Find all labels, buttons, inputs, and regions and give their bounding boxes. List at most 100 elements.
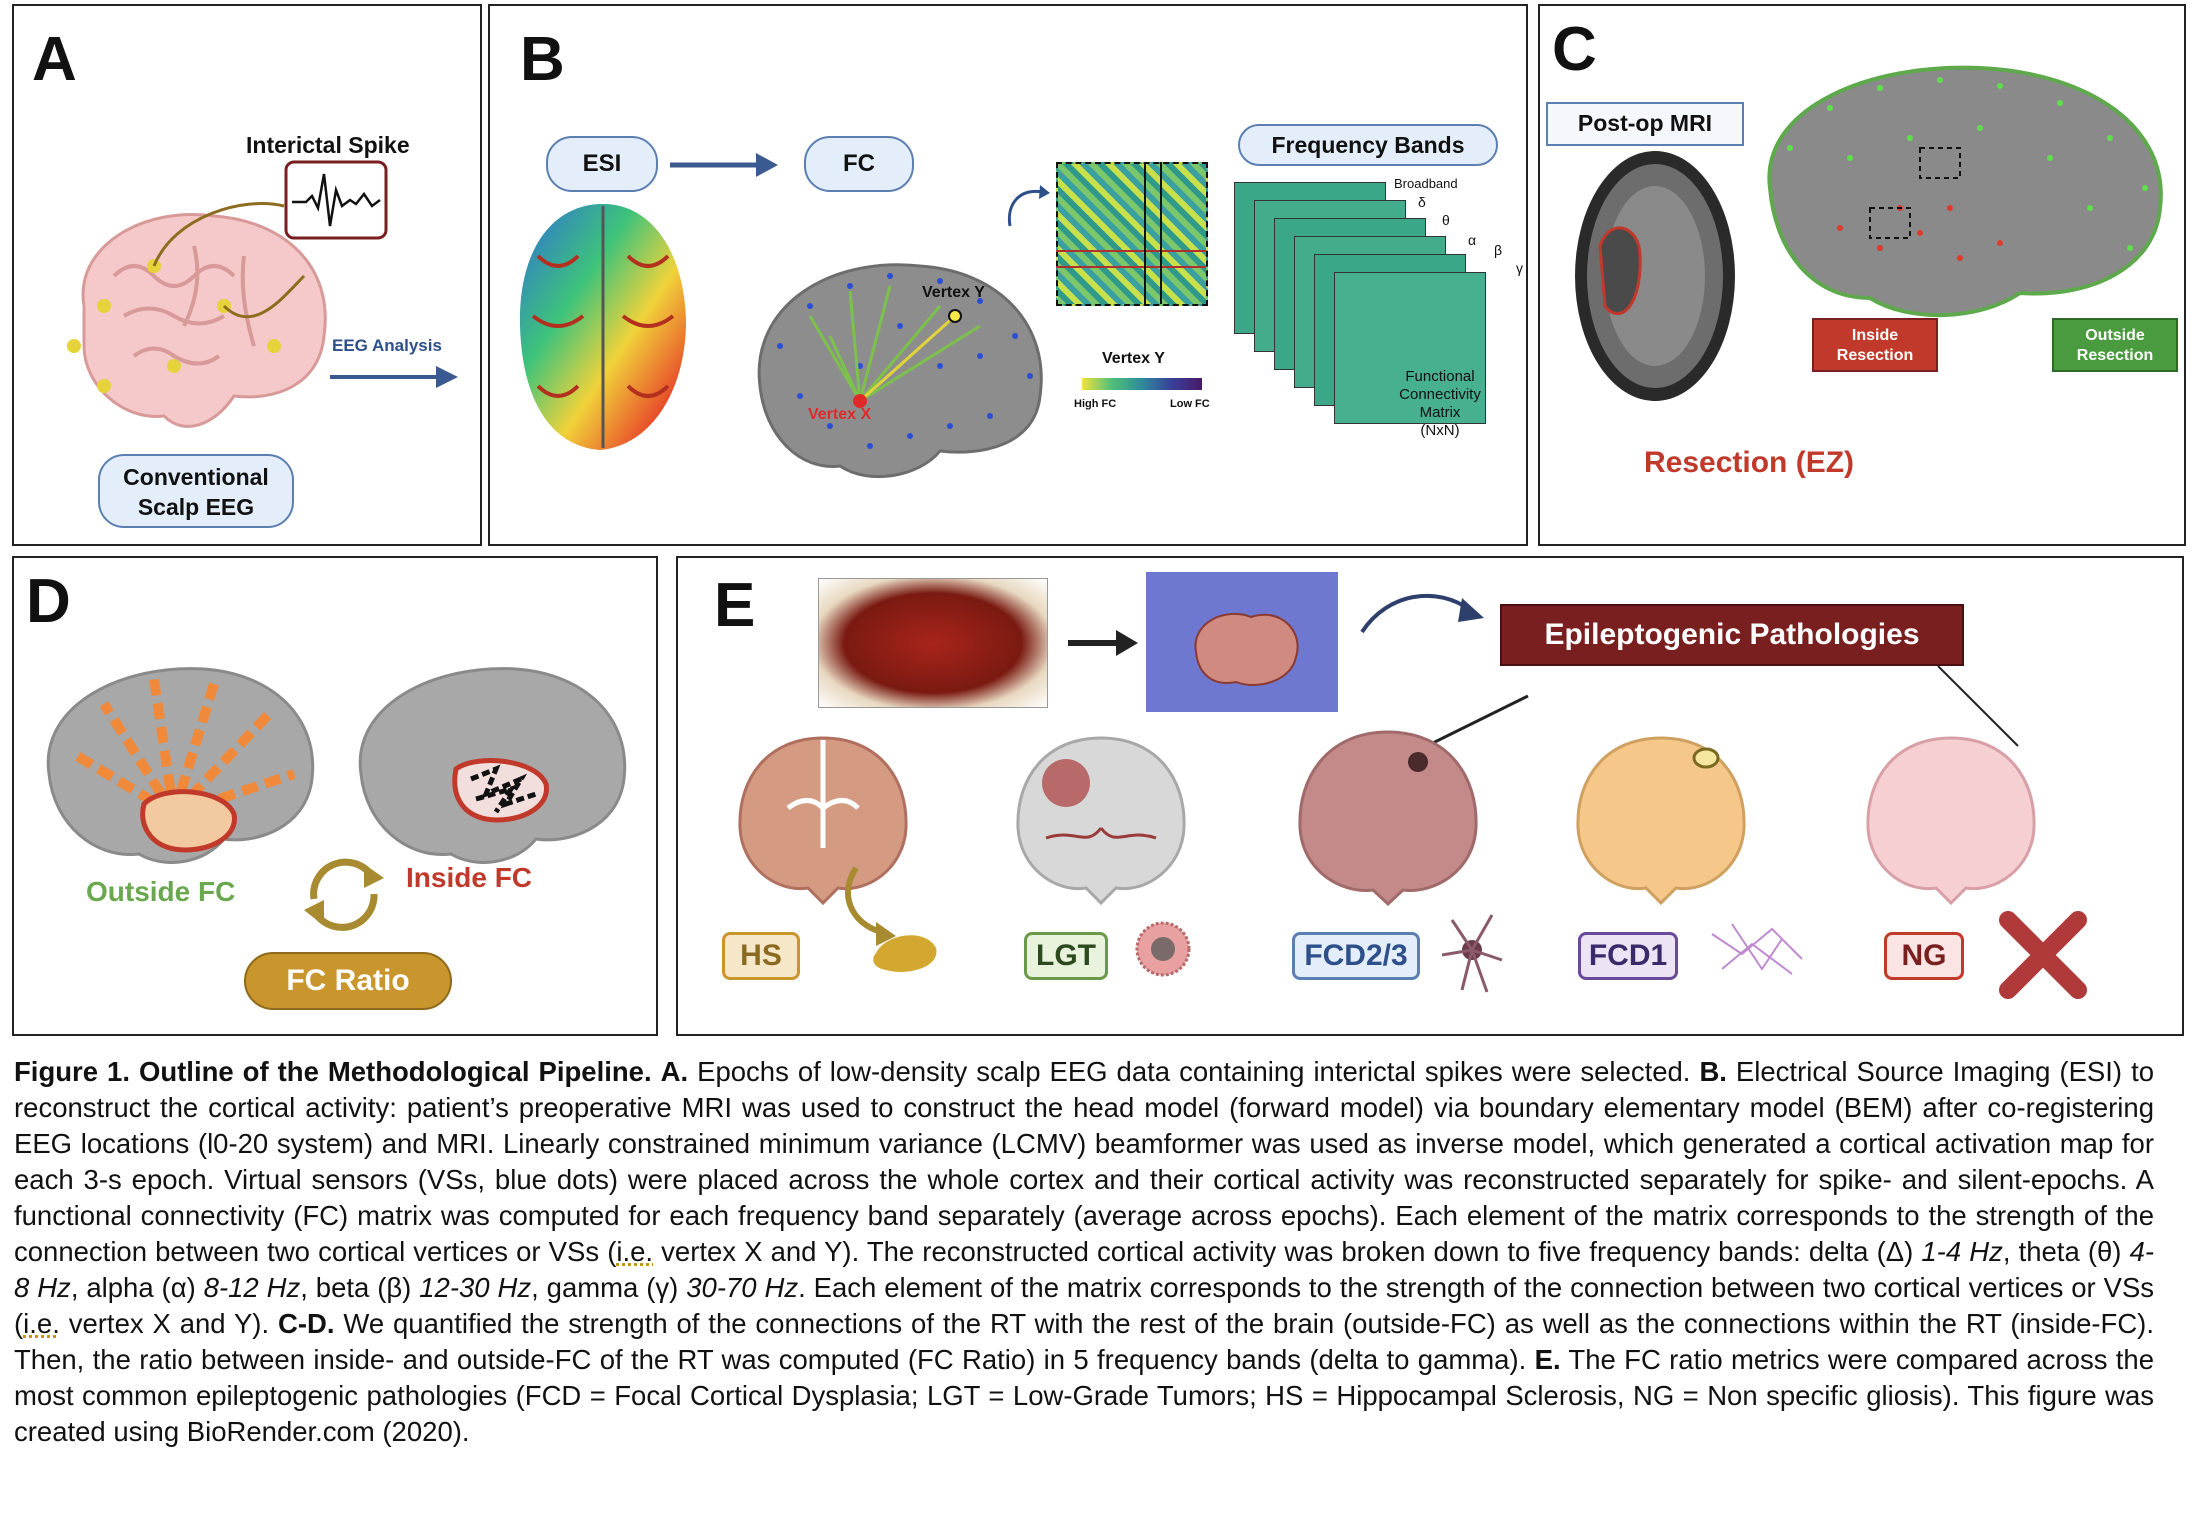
resection-ez-label: Resection (EZ) <box>1644 446 1855 479</box>
fc-ratio-pill: FC Ratio <box>244 952 452 1010</box>
outside-fc-label: Outside FC <box>86 876 236 907</box>
lgt-coronal-brain <box>1016 736 1186 906</box>
panel-label: C <box>1552 15 1597 84</box>
caption-e-tag: E. <box>1534 1344 1561 1375</box>
caption-e-text: The FC ratio metrics were compared acros… <box>14 1344 2154 1447</box>
band-label: α <box>1468 232 1477 248</box>
caption-delta-hz: 1-4 Hz <box>1921 1236 2003 1267</box>
band-layer <box>1334 272 1486 424</box>
curved-arrow-icon <box>1360 593 1484 634</box>
interictal-spike-label: Interictal Spike <box>246 132 410 158</box>
panel-label: B <box>520 25 565 94</box>
cycle-arrows-icon <box>304 858 384 931</box>
caption-beta-hz: 12-30 Hz <box>419 1272 532 1303</box>
panel-label: A <box>32 25 77 94</box>
brain-resection-map <box>1767 65 2163 318</box>
caption-alpha-hz: 8-12 Hz <box>203 1272 301 1303</box>
epileptogenic-pathologies-box: Epileptogenic Pathologies <box>1500 604 1964 666</box>
esi-pill: ESI <box>546 136 658 192</box>
fcm-line1: Functional <box>1405 368 1475 385</box>
fc-pill: FC <box>804 136 914 192</box>
hs-coronal-brain <box>738 736 908 906</box>
caption-ie: i.e. <box>616 1236 654 1267</box>
caption-a-text: Epochs of low-density scalp EEG data con… <box>688 1056 1700 1087</box>
matrix-col-highlight <box>1144 162 1162 304</box>
low-fc-label: Low FC <box>1170 398 1210 410</box>
tag-lgt: LGT <box>1024 932 1108 980</box>
arrow-right-icon <box>670 153 778 177</box>
tag-fcd23: FCD2/3 <box>1292 932 1420 980</box>
high-fc-label: High FC <box>1074 398 1117 410</box>
band-label: δ <box>1418 194 1426 210</box>
panel-label: E <box>714 571 756 640</box>
caption-sep: , alpha (α) <box>70 1272 204 1303</box>
caption-b-text4: vertex X and Y). <box>59 1308 278 1339</box>
hippocampus-icon <box>844 866 937 972</box>
fcd23-coronal-brain <box>1298 730 1478 907</box>
tag-fcd1: FCD1 <box>1578 932 1678 980</box>
matrix-row-highlight <box>1056 250 1206 268</box>
postop-mri-box: Post-op MRI <box>1546 102 1744 146</box>
vertex-y-label: Vertex Y <box>922 284 985 301</box>
caption-sep: , theta (θ) <box>2002 1236 2130 1267</box>
caption-gamma-hz: 30-70 Hz <box>686 1272 799 1303</box>
legend-title: Vertex Y <box>1102 350 1165 367</box>
fcm-line4: (NxN) <box>1420 422 1460 439</box>
tag-ng: NG <box>1884 932 1964 980</box>
panel-e: E Epileptogenic Pathologies HS <box>676 556 2184 1036</box>
cross-icon <box>1999 911 2087 999</box>
caption-b-text2: vertex X and Y). The reconstructed corti… <box>653 1236 1922 1267</box>
curved-arrow-icon <box>1007 185 1050 227</box>
esi-brain-topview <box>519 204 686 450</box>
figure-caption: Figure 1. Outline of the Methodological … <box>14 1054 2154 1450</box>
fc-matrix-caption: Functional Connectivity Matrix (NxN) <box>1390 368 1490 440</box>
fc-brain-lateral <box>757 263 1043 479</box>
inside-fc-label: Inside FC <box>406 862 533 893</box>
caption-sep: , gamma (γ) <box>531 1272 687 1303</box>
inside-resection-box: Inside Resection <box>1812 318 1938 372</box>
band-stack <box>1234 182 1514 442</box>
band-label: γ <box>1516 260 1523 276</box>
spike-trace-icon <box>284 160 388 240</box>
inside-line1: Inside <box>1851 327 1899 344</box>
scalp-eeg-pill: Conventional Scalp EEG <box>98 454 294 528</box>
brain-illustration <box>67 202 327 428</box>
inside-line2: Resection <box>1836 347 1914 364</box>
fcd1-coronal-brain <box>1576 736 1746 906</box>
surgical-photo <box>818 578 1048 708</box>
vertex-x-label: Vertex X <box>808 406 872 423</box>
outside-resection-box: Outside Resection <box>2052 318 2178 372</box>
neuron-icon <box>1441 914 1503 993</box>
outside-fc-brain <box>46 667 315 864</box>
frequency-bands-pill: Frequency Bands <box>1238 124 1498 166</box>
tag-hs: HS <box>722 932 800 980</box>
fcm-line3: Matrix <box>1419 404 1461 421</box>
fc-colorbar <box>1082 378 1202 390</box>
band-label: β <box>1494 242 1503 258</box>
specimen-photo <box>1146 572 1338 712</box>
caption-title: Figure 1. Outline of the Methodological … <box>14 1056 652 1087</box>
fcm-line2: Connectivity <box>1399 386 1481 403</box>
outside-line2: Resection <box>2076 347 2154 364</box>
panel-a: A Interictal Spike EEG Analysis Conventi… <box>12 4 482 546</box>
band-label: Broadband <box>1394 176 1458 191</box>
inside-fc-brain <box>358 667 627 864</box>
specimen-tissue <box>1194 612 1299 686</box>
caption-b-text3: . Each element of the matrix corresponds… <box>14 1272 2155 1339</box>
caption-b-tag: B. <box>1699 1056 1727 1087</box>
panel-b: B ESI FC Vertex X Vertex Y Vertex Y High… <box>488 4 1528 546</box>
mri-scan-image <box>1575 151 1735 401</box>
scalp-eeg-line1: Conventional <box>123 464 269 490</box>
caption-theta-hz: 4-8 Hz <box>14 1236 2155 1303</box>
caption-b-text: Electrical Source Imaging (ESI) to recon… <box>14 1056 2155 1267</box>
panel-d: D Outside FC Inside FC FC Ratio <box>12 556 658 1036</box>
caption-sep: , beta (β) <box>300 1272 420 1303</box>
band-label: θ <box>1442 212 1450 228</box>
caption-cd-text: We quantified the strength of the connec… <box>14 1308 2154 1375</box>
scalp-eeg-line2: Scalp EEG <box>137 494 255 520</box>
panel-c: C Post-op MRI Inside Resection Outside R… <box>1538 4 2186 546</box>
arrow-right-icon <box>1068 630 1138 656</box>
caption-a-tag: A. <box>660 1056 689 1087</box>
eeg-analysis-label: EEG Analysis <box>332 336 442 355</box>
tumor-cell-icon <box>1135 921 1191 977</box>
